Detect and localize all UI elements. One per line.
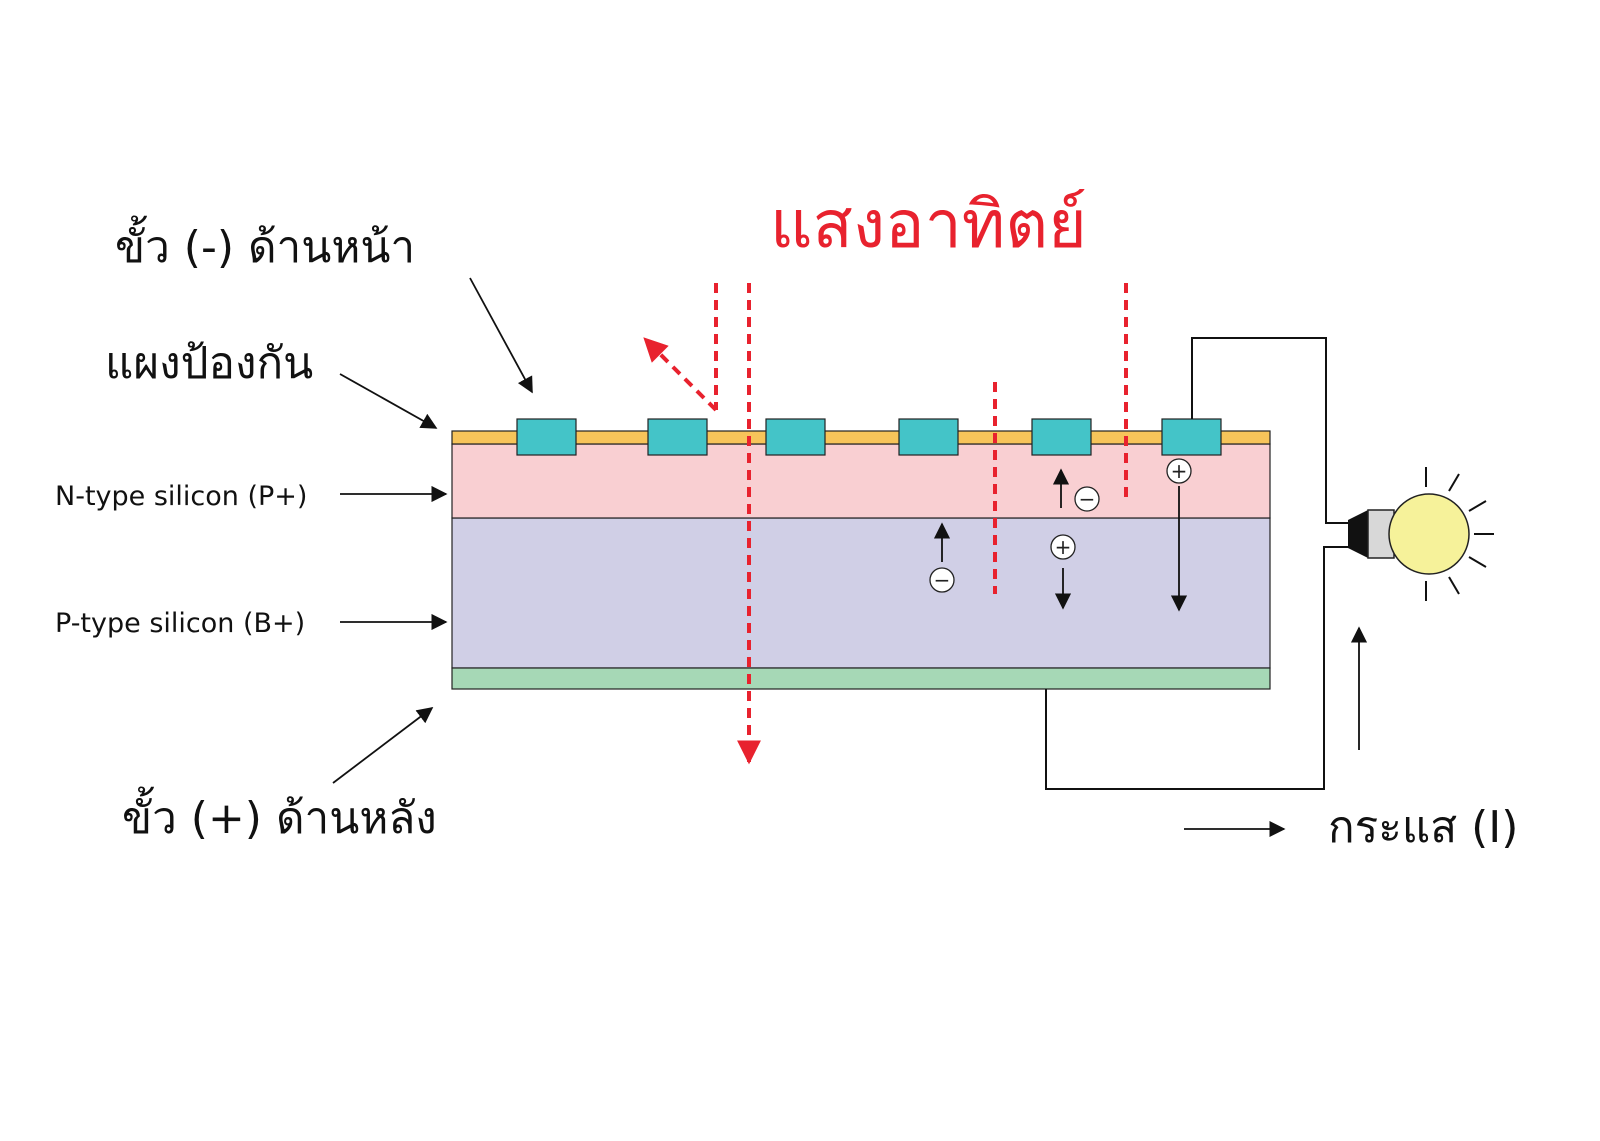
electron-symbol: −	[934, 568, 951, 592]
wire-top	[1191, 337, 1350, 524]
label-arrows	[332, 277, 1368, 838]
hole-symbol: +	[1171, 459, 1188, 483]
back-contact-label: ขั้ว (+) ด้านหลัง	[122, 786, 437, 844]
front-contact-arrow	[469, 277, 533, 394]
front-contact-label: ขั้ว (-) ด้านหน้า	[115, 215, 415, 273]
back-contact-arrow	[332, 707, 434, 784]
bulb-glass	[1388, 493, 1470, 575]
bulb-socket	[1348, 510, 1368, 558]
front-contact-2	[647, 418, 708, 456]
front-contact-4	[898, 418, 959, 456]
electron-1: −	[929, 522, 955, 593]
front-contact-3	[765, 418, 826, 456]
p-type-label: P-type silicon (B+)	[55, 608, 305, 639]
hole-symbol: +	[1055, 535, 1072, 559]
bulb-rays	[1425, 467, 1494, 601]
p-type-layer	[451, 517, 1271, 669]
shield-arrow	[339, 373, 438, 429]
current-label: กระแส (I)	[1328, 802, 1518, 853]
front-contact-6	[1161, 418, 1222, 456]
front-contact-1	[516, 418, 577, 456]
hole-2: +	[1166, 458, 1192, 612]
sunlight-label: แสงอาทิตย์	[770, 186, 1087, 263]
back-contact-layer	[451, 667, 1271, 690]
n-type-layer	[451, 443, 1271, 519]
front-contacts	[516, 418, 1222, 456]
sunlight-ray-reflected-out	[643, 337, 718, 412]
shield-label: แผงป้องกัน	[105, 338, 313, 389]
n-type-label: N-type silicon (P+)	[55, 481, 307, 512]
light-bulb	[1348, 467, 1494, 601]
electron-symbol: −	[1079, 487, 1096, 511]
front-contact-5	[1031, 418, 1092, 456]
circuit-wires	[1045, 337, 1350, 790]
wire-bottom	[1045, 546, 1350, 790]
hole-1: +	[1050, 534, 1076, 610]
sunlight-rays	[643, 283, 1128, 765]
electron-2: −	[1052, 468, 1100, 512]
charge-carriers: − − + +	[929, 458, 1192, 612]
